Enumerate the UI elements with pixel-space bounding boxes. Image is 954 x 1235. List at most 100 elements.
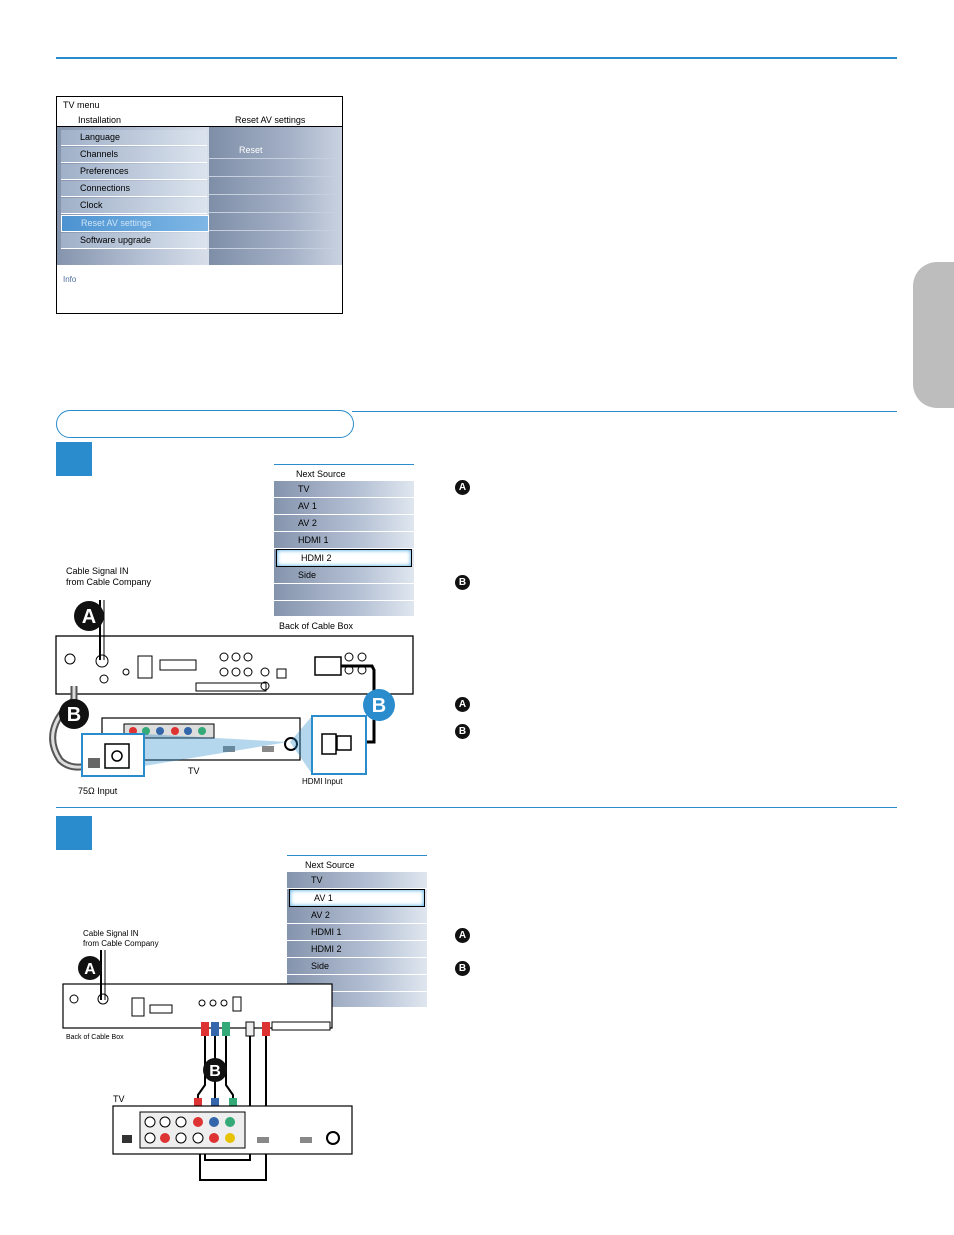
source-item-tv[interactable]: TV xyxy=(287,872,427,889)
source-item-tv[interactable]: TV xyxy=(274,481,414,498)
bullet-b: B xyxy=(455,961,470,976)
dvi-port xyxy=(149,1004,173,1014)
coax-connector xyxy=(104,743,130,769)
callout-b xyxy=(203,1058,227,1082)
source-item-hdmi1[interactable]: HDMI 1 xyxy=(274,532,414,549)
hdmi-out-port xyxy=(232,996,242,1012)
usb-port xyxy=(137,655,153,679)
side-tab xyxy=(913,262,954,408)
hdmi-input-label: HDMI Input xyxy=(302,777,343,786)
menu-item-channels[interactable]: Channels xyxy=(61,147,207,163)
next-source-menu-1: Next Source TV AV 1 AV 2 HDMI 1 HDMI 2 S… xyxy=(274,464,414,616)
callout-a-label: A xyxy=(82,606,96,628)
port xyxy=(122,668,130,676)
tv-label: TV xyxy=(188,766,200,776)
source-item-side[interactable]: Side xyxy=(287,958,427,975)
source-item-hdmi2[interactable]: HDMI 2 xyxy=(287,941,427,958)
zoom-box-antenna xyxy=(81,733,145,777)
menu-item-reset-av-settings[interactable]: Reset AV settings xyxy=(61,215,209,232)
source-item-hdmi2[interactable]: HDMI 2 xyxy=(276,549,412,567)
step-marker-2 xyxy=(56,816,92,850)
callout-a xyxy=(78,956,102,980)
callout-b-blue-label: B xyxy=(372,695,386,717)
callout-b xyxy=(59,699,89,729)
menu-item-reset[interactable]: Reset xyxy=(209,141,342,159)
tv-component-ports xyxy=(129,727,206,735)
callout-b-label: B xyxy=(67,704,81,726)
menu-item-connections[interactable]: Connections xyxy=(61,181,207,197)
component-plugs xyxy=(194,1021,270,1112)
step-marker-1 xyxy=(56,442,92,476)
next-source-header: Next Source xyxy=(287,855,427,872)
callout-a xyxy=(74,601,104,631)
menu-item-clock[interactable]: Clock xyxy=(61,198,207,214)
hdmi-port-zoom xyxy=(321,733,337,755)
right-row xyxy=(209,159,342,177)
tv-menu-info: Info xyxy=(63,275,77,284)
source-item-av1[interactable]: AV 1 xyxy=(274,498,414,515)
callout-a-label: A xyxy=(84,961,96,978)
bullet-a: A xyxy=(455,697,470,712)
section-rule-2 xyxy=(56,807,897,808)
tv-menu-right-panel: Reset xyxy=(209,127,342,265)
rca-ports xyxy=(219,652,270,691)
cable-box-back xyxy=(62,983,333,1029)
zoom-highlight xyxy=(290,716,312,774)
card-slot xyxy=(271,1021,331,1031)
section-rule-1 xyxy=(352,411,897,412)
coax-plug xyxy=(88,758,100,768)
port xyxy=(99,674,109,684)
menu-item-software-upgrade[interactable]: Software upgrade xyxy=(61,233,207,249)
next-source-header: Next Source xyxy=(274,464,414,481)
source-item-hdmi1[interactable]: HDMI 1 xyxy=(287,924,427,941)
hdmi-out-port xyxy=(314,656,342,676)
source-item-av1[interactable]: AV 1 xyxy=(289,889,425,907)
tv-vcr-port xyxy=(69,994,79,1004)
callout-b-label: B xyxy=(209,1063,221,1080)
section-heading-pill xyxy=(56,410,354,438)
usb-port xyxy=(131,997,145,1017)
top-rule xyxy=(56,57,897,59)
tv-menu-title: TV menu xyxy=(63,100,100,110)
tv-vcr-port xyxy=(64,653,76,665)
tv-port xyxy=(122,1135,132,1143)
callout-b-blue xyxy=(363,689,395,721)
next-source-list: TV AV 1 AV 2 HDMI 1 HDMI 2 Side xyxy=(287,872,427,1007)
tv-menu-col-left: Installation xyxy=(78,115,122,125)
bullet-b: B xyxy=(455,575,470,590)
cable-in-port xyxy=(97,993,109,1005)
source-item-av2[interactable]: AV 2 xyxy=(287,907,427,924)
right-row xyxy=(209,231,342,249)
menu-item-preferences[interactable]: Preferences xyxy=(61,164,207,180)
bullet-a: A xyxy=(455,480,470,495)
tv-menu-col-right: Reset AV settings xyxy=(235,115,306,125)
source-item-side[interactable]: Side xyxy=(274,567,414,584)
rca-ports xyxy=(198,999,228,1007)
tv-hdmi-port xyxy=(223,746,235,752)
card-slot xyxy=(195,682,267,692)
source-item-av2[interactable]: AV 2 xyxy=(274,515,414,532)
next-source-menu-2: Next Source TV AV 1 AV 2 HDMI 1 HDMI 2 S… xyxy=(287,855,427,1007)
75-ohm-input-label: 75Ω Input xyxy=(78,786,118,796)
hdmi-plug xyxy=(336,735,352,751)
right-row xyxy=(209,177,342,195)
tv-hdmi-port xyxy=(262,746,274,752)
cable-in-port xyxy=(95,654,109,668)
bullet-b: B xyxy=(455,724,470,739)
optical-port xyxy=(276,668,287,679)
back-of-cable-box-label: Back of Cable Box xyxy=(66,1034,124,1041)
tv-antenna-port xyxy=(326,1131,340,1145)
source-row xyxy=(287,975,427,992)
coax-connector-inner xyxy=(111,750,123,762)
dvi-port xyxy=(159,659,197,671)
right-row xyxy=(209,213,342,231)
bullet-a: A xyxy=(455,928,470,943)
tv-menu-left-panel: Language Channels Preferences Connection… xyxy=(57,127,209,265)
tv-menu: TV menu Installation Reset AV settings L… xyxy=(56,96,343,314)
tv-hdmi-port xyxy=(257,1137,269,1143)
menu-item-language[interactable]: Language xyxy=(61,130,207,146)
next-source-list: TV AV 1 AV 2 HDMI 1 HDMI 2 Side xyxy=(274,481,414,616)
